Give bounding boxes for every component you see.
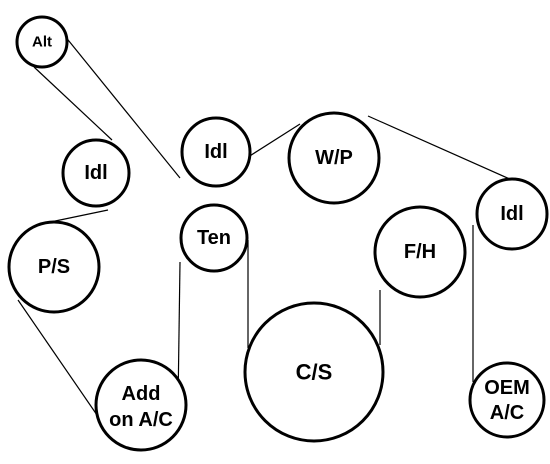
belt-segment-wp-idl3 <box>367 115 513 181</box>
pulley-idler-right: Idl <box>475 177 549 251</box>
pulley-oem-ac-label-line2: A/C <box>490 402 524 424</box>
pulley-fan-hub: F/H <box>373 205 467 299</box>
pulley-idler-upper-label: Idl <box>204 141 227 163</box>
pulley-tensioner-label: Ten <box>197 227 231 249</box>
pulley-idler-upper: Idl <box>180 116 252 188</box>
pulley-tensioner: Ten <box>179 203 249 273</box>
pulley-water-pump: W/P <box>287 111 381 205</box>
pulley-crankshaft-label: C/S <box>296 360 333 385</box>
pulley-power-steering: P/S <box>7 220 101 314</box>
pulley-add-on-ac-label-line2: on A/C <box>109 409 173 431</box>
belt-segment-alt-idl2 <box>59 29 181 179</box>
pulley-fan-hub-label: F/H <box>404 241 436 263</box>
pulley-power-steering-label: P/S <box>38 256 70 278</box>
pulley-alt-label: Alt <box>32 34 52 51</box>
belt-segment-alt-idl1 <box>33 66 113 141</box>
pulley-water-pump-label: W/P <box>315 147 353 169</box>
pulley-crankshaft: C/S <box>243 301 385 443</box>
pulley-oem-ac: OEM A/C <box>468 361 546 439</box>
pulley-idler-right-label: Idl <box>500 203 523 225</box>
pulley-oem-ac-label-line1: OEM <box>484 377 530 399</box>
belt-segment-ps-addac <box>17 299 98 416</box>
pulley-idler-left-label: Idl <box>84 162 107 184</box>
pulley-add-on-ac-label-line1: Add <box>122 383 161 405</box>
pulley-idler-left: Idl <box>61 138 131 208</box>
pulley-alt: Alt <box>15 15 69 69</box>
pulley-add-on-ac: Add on A/C <box>94 358 188 452</box>
